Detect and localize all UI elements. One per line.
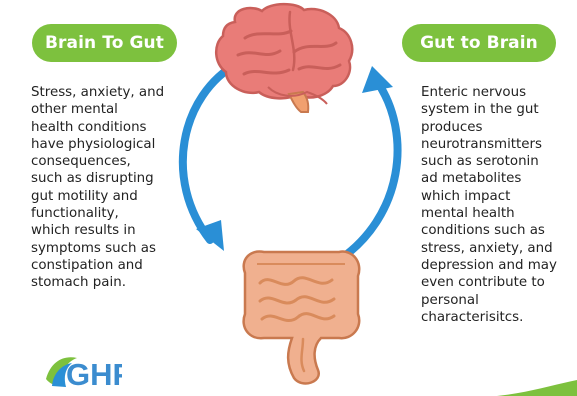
- curved-arrow-up-icon: [336, 66, 398, 262]
- intestines-icon: [244, 252, 360, 384]
- curved-arrow-down-icon: [183, 63, 238, 251]
- ghp-logo: GHP: [42, 346, 122, 392]
- brain-icon: [216, 4, 352, 112]
- green-corner-accent: [487, 378, 577, 396]
- logo-text: GHP: [66, 357, 122, 392]
